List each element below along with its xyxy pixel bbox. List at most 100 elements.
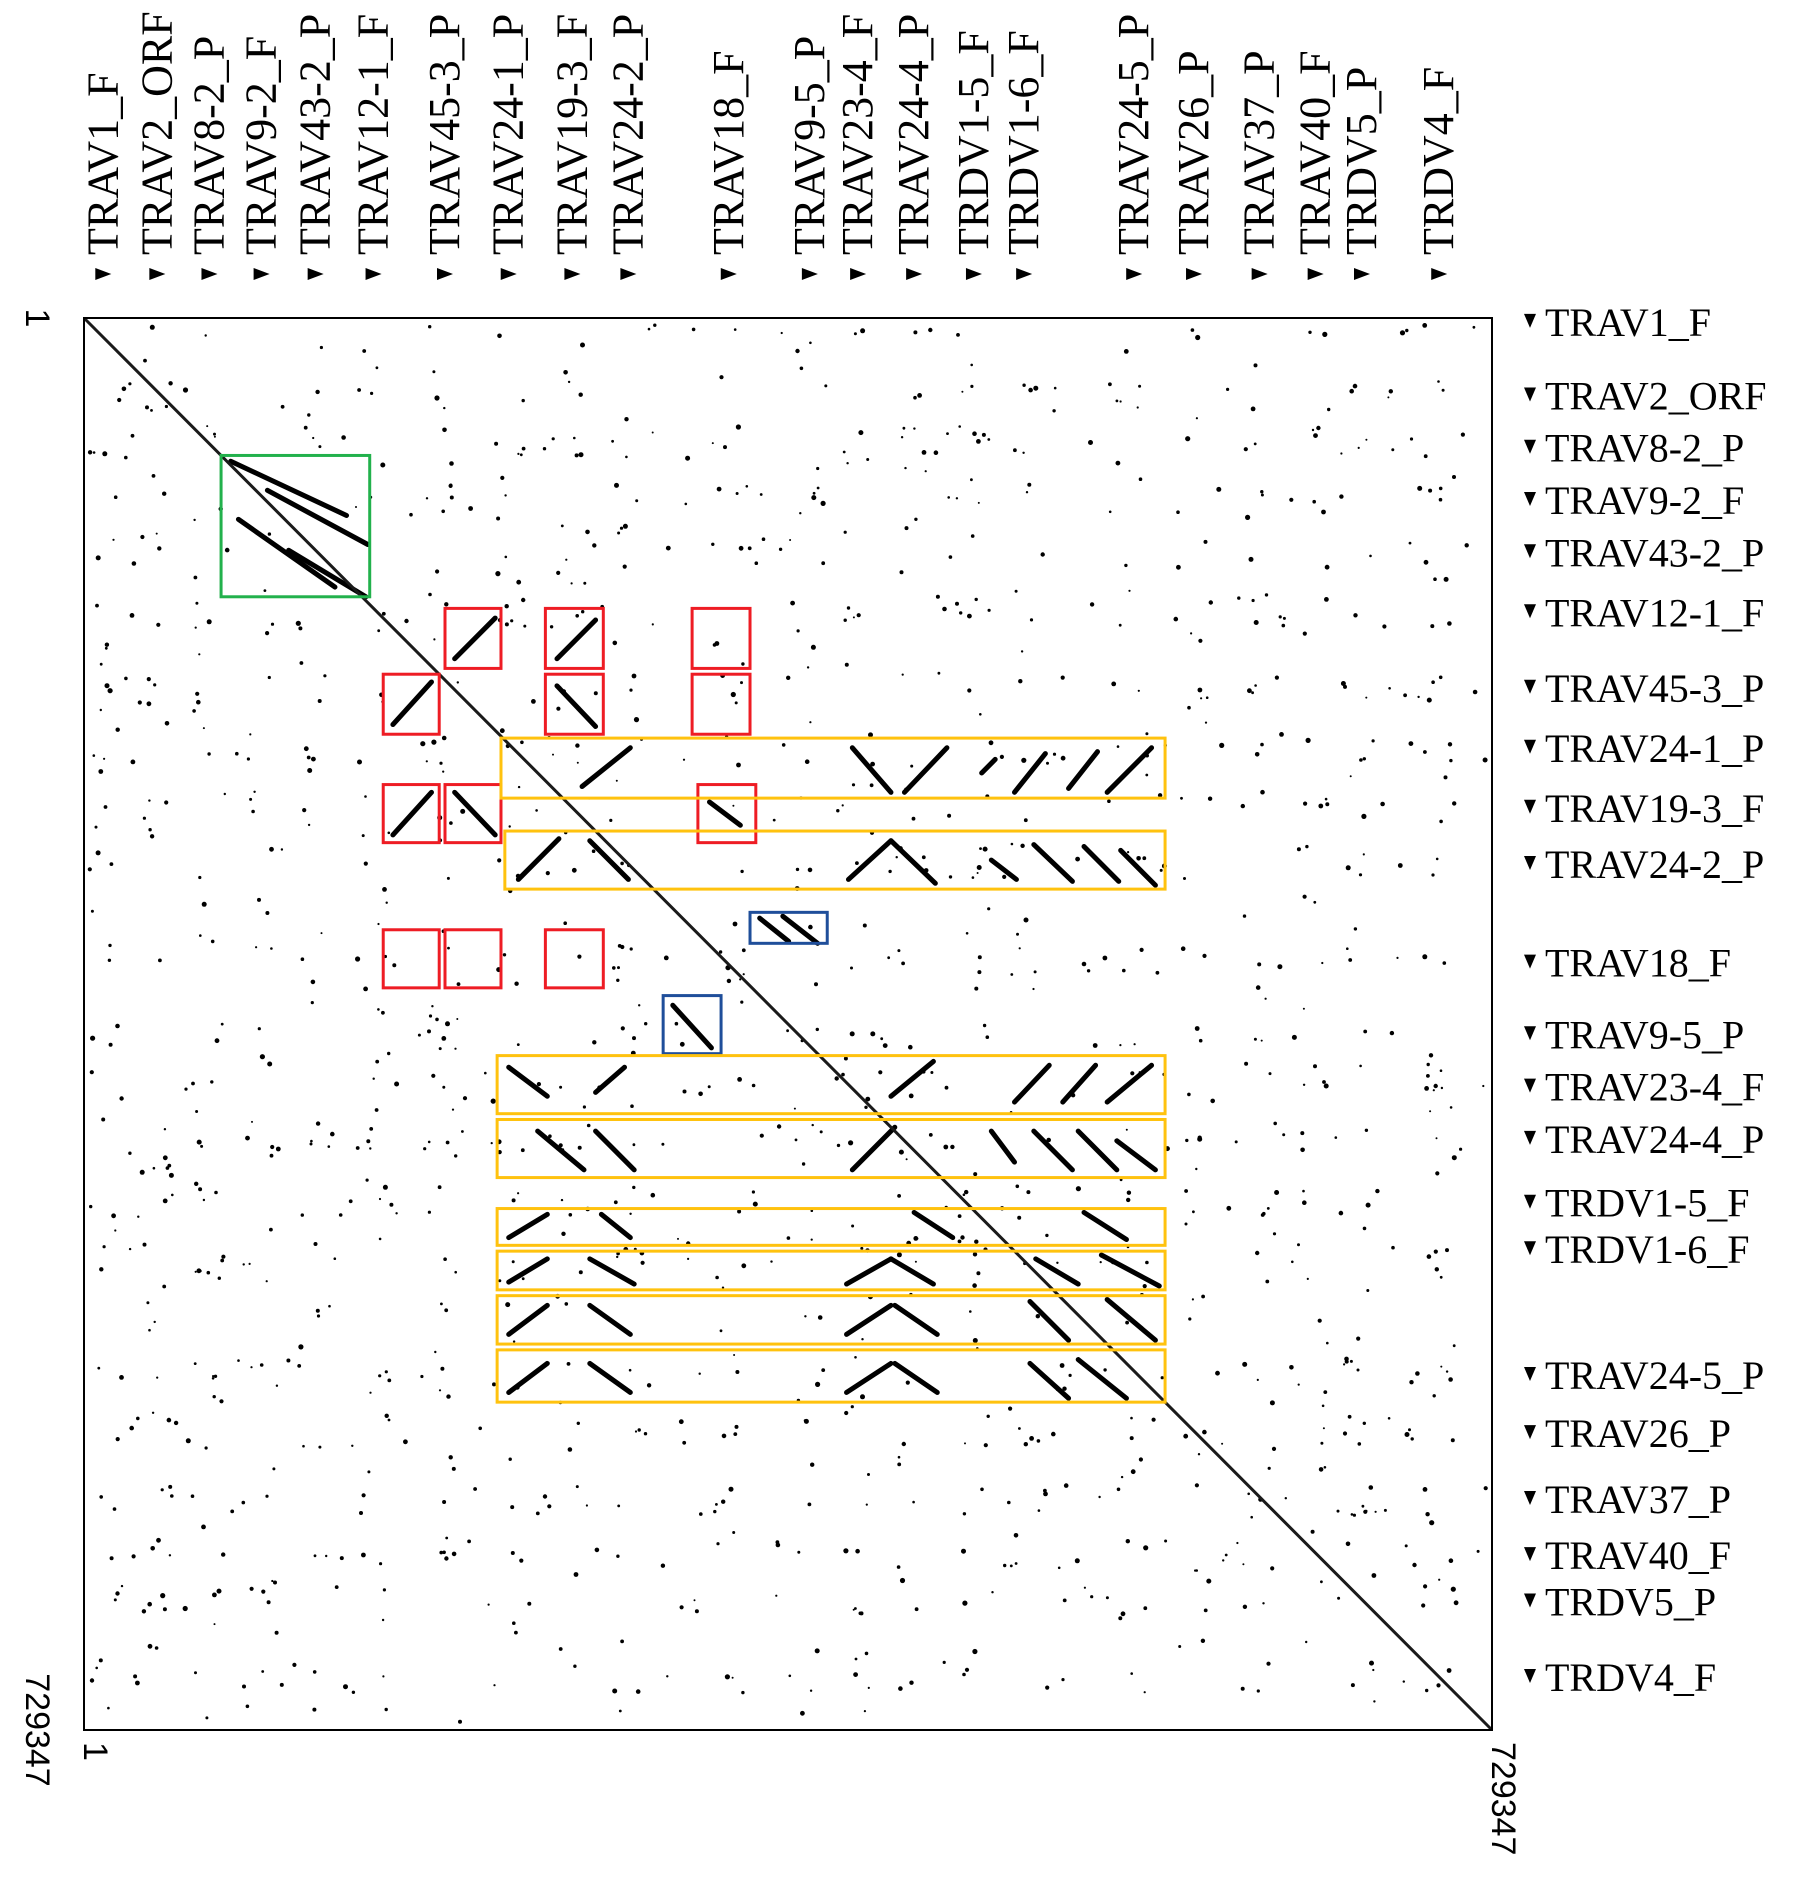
gene-arrow-icon — [1524, 491, 1536, 506]
background-dot — [855, 861, 859, 865]
background-dot — [943, 1144, 949, 1150]
background-dot — [1382, 624, 1387, 629]
gene-arrow-icon — [1016, 268, 1033, 280]
background-dot — [1127, 851, 1130, 854]
background-dot — [616, 1255, 619, 1259]
background-dot — [1423, 1584, 1428, 1589]
background-dot — [853, 1672, 858, 1677]
gene-arrow-icon — [1353, 268, 1370, 280]
background-dot — [434, 395, 440, 401]
background-dot — [964, 1667, 970, 1672]
background-dot — [155, 532, 158, 535]
background-dot — [195, 1110, 199, 1113]
background-dot — [682, 758, 686, 761]
background-dot — [1242, 1361, 1248, 1367]
right-gene-label: TRAV19-3_F — [1545, 786, 1764, 831]
plot-frame — [83, 317, 1493, 1731]
background-dot — [263, 589, 267, 592]
background-dot — [897, 1455, 901, 1459]
background-dot — [198, 653, 201, 656]
background-dot — [442, 770, 445, 773]
background-dot — [1350, 1513, 1354, 1516]
background-dot — [983, 1443, 988, 1448]
background-dot — [803, 1419, 807, 1422]
background-dot — [1125, 1320, 1129, 1325]
background-dot — [369, 1391, 372, 1394]
background-dot — [970, 478, 973, 482]
right-gene-labels: TRAV1_FTRAV2_ORFTRAV8-2_PTRAV9-2_FTRAV43… — [1545, 300, 1767, 1700]
gene-arrow-icon — [1307, 268, 1324, 280]
background-dot — [1045, 1233, 1049, 1238]
background-dot — [1216, 486, 1222, 492]
background-dot — [1323, 1466, 1327, 1469]
background-dot — [556, 570, 561, 576]
background-dot — [461, 1130, 464, 1133]
background-dot — [300, 1213, 304, 1217]
match-segments — [228, 458, 1162, 1401]
background-dot — [786, 1029, 789, 1033]
background-dot — [942, 606, 947, 612]
background-dot — [620, 861, 624, 866]
background-dot — [1388, 687, 1391, 690]
background-dot — [269, 846, 274, 852]
match-segment — [845, 838, 894, 882]
right-gene-label: TRDV4_F — [1545, 1655, 1716, 1700]
background-dot — [194, 1181, 199, 1187]
background-dot — [865, 1096, 871, 1102]
background-dot — [103, 757, 106, 760]
match-segment — [587, 1360, 633, 1395]
background-dot — [257, 1027, 261, 1031]
background-dot — [568, 1213, 573, 1217]
background-dot — [107, 958, 112, 962]
background-dot — [498, 1279, 502, 1283]
right-gene-label: TRAV2_ORF — [1545, 373, 1767, 418]
background-dot — [366, 1139, 371, 1144]
background-dot — [508, 825, 511, 828]
background-dot — [1060, 675, 1065, 680]
match-segment — [988, 1128, 1017, 1165]
background-dot — [799, 366, 804, 371]
background-dot — [620, 1026, 625, 1031]
background-dot — [732, 804, 735, 807]
background-dot — [647, 327, 651, 331]
background-dot — [370, 391, 374, 395]
background-dot — [163, 1128, 167, 1131]
background-dot — [888, 869, 892, 874]
background-dot — [542, 1494, 548, 1499]
background-dot — [1236, 1541, 1239, 1545]
background-dot — [89, 1678, 95, 1683]
background-dot — [1264, 997, 1267, 1000]
match-segment — [844, 1360, 894, 1395]
background-dot — [104, 646, 108, 650]
background-dot — [1176, 564, 1181, 570]
background-dot — [1247, 688, 1252, 694]
match-segment — [1104, 1297, 1158, 1343]
background-dot — [89, 1204, 93, 1209]
background-dot — [721, 1499, 726, 1504]
background-dot — [981, 432, 986, 437]
background-dot — [512, 1621, 516, 1625]
background-dot — [1145, 732, 1149, 736]
background-dot — [1129, 1436, 1134, 1441]
background-dot — [1180, 946, 1186, 951]
background-dot — [270, 1144, 275, 1150]
background-dot — [1389, 1030, 1395, 1036]
background-dot — [1343, 684, 1347, 689]
background-dot — [199, 934, 202, 937]
background-dot — [1324, 597, 1329, 602]
background-dot — [120, 1584, 124, 1588]
background-dot — [841, 1072, 845, 1077]
background-dot — [1159, 868, 1163, 872]
background-dot — [575, 614, 579, 618]
background-dot — [790, 600, 795, 606]
background-dot — [114, 1229, 117, 1232]
background-dot — [460, 808, 466, 814]
background-dot — [901, 673, 904, 676]
background-dot — [1115, 399, 1119, 403]
background-dot — [162, 1284, 167, 1289]
background-dot — [858, 430, 864, 436]
background-dot — [433, 638, 436, 641]
background-dot — [259, 1363, 264, 1367]
background-dot — [880, 1037, 884, 1041]
annotation-box-red — [381, 928, 441, 990]
